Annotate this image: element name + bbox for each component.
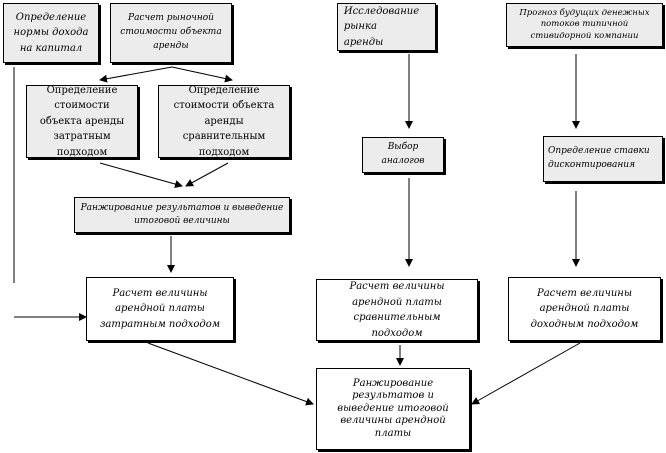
box-market-value: Расчет рыночной стоимости объекта аренды (110, 3, 232, 63)
box-market-research: Исследование рынка аренды (337, 3, 436, 51)
box-label: Ранжирование результатов и выведение ито… (80, 203, 284, 226)
arrow-rent-income-to-final (471, 342, 581, 405)
arrow-split-right (171, 66, 233, 83)
box-ranking-value: Ранжирование результатов и выведение ито… (74, 197, 290, 233)
box-label: Определение стоимости объекта аренды зат… (39, 84, 125, 158)
box-label: Определение стоимости объекта аренды сра… (173, 84, 275, 158)
arrow-split-left (99, 66, 173, 83)
box-rent-comparative: Расчет величины арендной платы сравнител… (316, 279, 478, 341)
box-label: Расчет рыночной стоимости объекта аренды (120, 13, 222, 51)
box-cost-value: Определение стоимости объекта аренды зат… (26, 85, 138, 158)
box-label: Расчет величины арендной платы сравнител… (349, 281, 445, 339)
box-label: Выбор аналогов (381, 142, 425, 166)
arrow-rent-cost-to-final (147, 342, 314, 406)
box-discount-rate: Определение ставки дисконтирования (543, 136, 663, 182)
box-label: Прогноз будущих денежных потоков типично… (519, 7, 650, 41)
box-rent-cost: Расчет величины арендной платы затратным… (86, 277, 234, 341)
arrow-cost-to-ranking (99, 162, 183, 188)
box-label: Определение нормы дохода на капитал (13, 11, 89, 54)
box-label: Расчет величины арендной платы затратным… (99, 287, 221, 330)
box-rent-income: Расчет величины арендной платы доходным … (508, 277, 661, 341)
arrow-comparative-to-ranking (185, 162, 229, 187)
box-final-ranking: Ранжирование результатов и выведение ито… (316, 368, 470, 450)
box-analog-selection: Выбор аналогов (362, 137, 444, 173)
box-comparative-value: Определение стоимости объекта аренды сра… (158, 85, 290, 158)
box-norm-income: Определение нормы дохода на капитал (3, 3, 99, 63)
box-label: Определение ставки дисконтирования (548, 146, 650, 170)
box-cashflow-forecast: Прогноз будущих денежных потоков типично… (506, 3, 663, 47)
box-label: Ранжирование результатов и выведение ито… (337, 377, 449, 439)
box-label: Расчет величины арендной платы доходным … (530, 287, 639, 330)
box-label: Исследование рынка аренды (343, 5, 420, 48)
